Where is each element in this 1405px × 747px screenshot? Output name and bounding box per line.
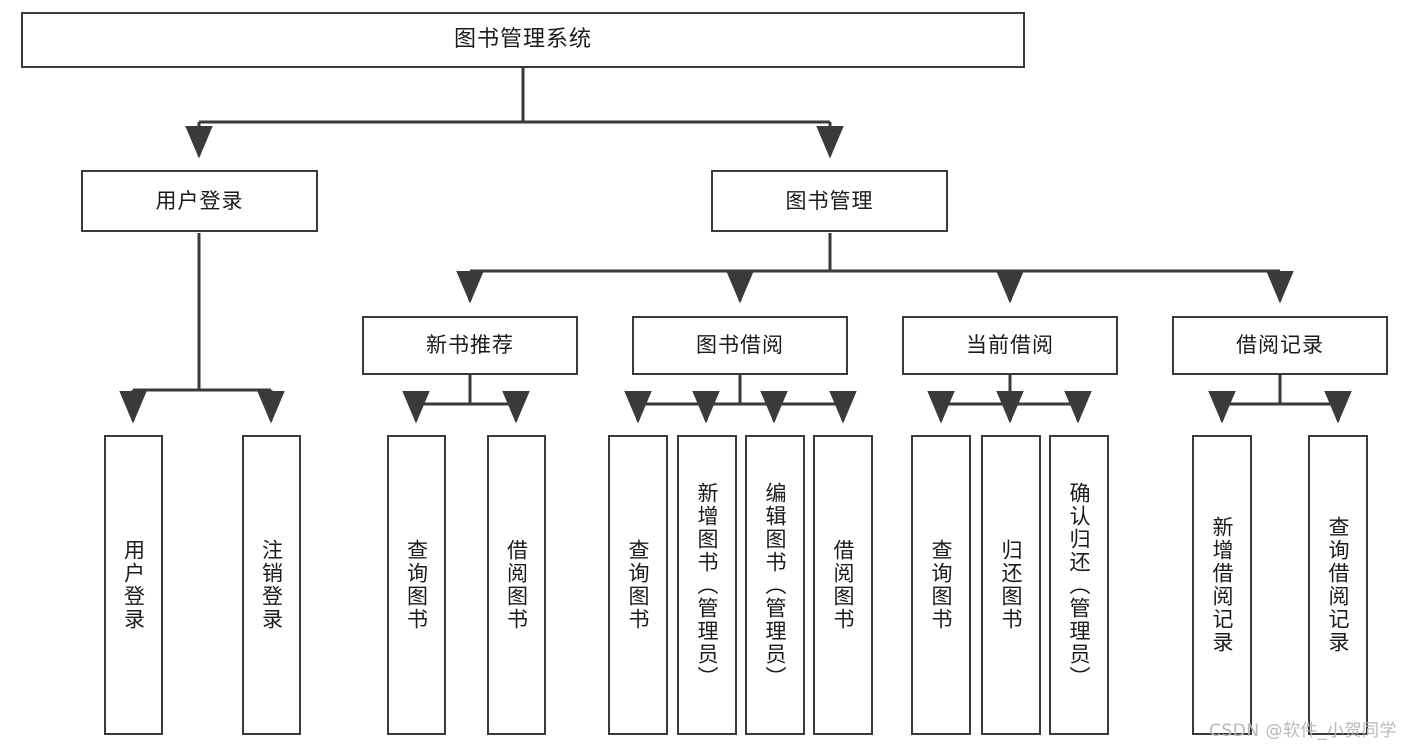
leaf-recommend-query-book[interactable]: 查询图书	[387, 435, 446, 735]
node-label: 用户登录	[155, 188, 244, 213]
node-label: 确认归还（管理员）	[1067, 481, 1092, 689]
node-label: 归还图书	[999, 539, 1024, 631]
node-label: 用户登录	[121, 539, 146, 631]
node-label: 借阅图书	[504, 539, 529, 631]
leaf-user-login[interactable]: 用户登录	[104, 435, 163, 735]
node-label: 借阅记录	[1236, 333, 1324, 358]
leaf-current-query-book[interactable]: 查询图书	[911, 435, 971, 735]
node-label: 新书推荐	[426, 333, 514, 358]
node-borrow-record[interactable]: 借阅记录	[1172, 316, 1388, 375]
node-label: 图书管理系统	[453, 27, 592, 53]
node-label: 当前借阅	[966, 333, 1054, 358]
node-user-login[interactable]: 用户登录	[81, 170, 318, 232]
node-label: 查询图书	[626, 539, 651, 631]
node-label: 图书借阅	[696, 333, 784, 358]
node-label: 新增借阅记录	[1210, 516, 1235, 654]
leaf-record-add-borrow-record[interactable]: 新增借阅记录	[1192, 435, 1252, 735]
node-label: 借阅图书	[831, 539, 856, 631]
leaf-borrow-borrow-book[interactable]: 借阅图书	[813, 435, 873, 735]
node-root-system[interactable]: 图书管理系统	[21, 12, 1025, 68]
node-label: 查询图书	[929, 539, 954, 631]
leaf-borrow-query-book[interactable]: 查询图书	[608, 435, 668, 735]
node-label: 查询图书	[404, 539, 429, 631]
node-label: 注销登录	[259, 539, 284, 631]
node-label: 查询借阅记录	[1326, 516, 1351, 654]
node-label: 图书管理	[785, 188, 874, 213]
leaf-current-return-book[interactable]: 归还图书	[981, 435, 1041, 735]
node-book-borrow[interactable]: 图书借阅	[632, 316, 848, 375]
csdn-watermark: CSDN @软件_小贺同学	[1209, 721, 1397, 741]
node-current-borrow[interactable]: 当前借阅	[902, 316, 1118, 375]
leaf-user-logout[interactable]: 注销登录	[242, 435, 301, 735]
leaf-current-confirm-return-admin[interactable]: 确认归还（管理员）	[1049, 435, 1109, 735]
leaf-record-query-borrow-record[interactable]: 查询借阅记录	[1308, 435, 1368, 735]
node-new-book-recommend[interactable]: 新书推荐	[362, 316, 578, 375]
leaf-borrow-add-book-admin[interactable]: 新增图书（管理员）	[677, 435, 737, 735]
node-book-manage[interactable]: 图书管理	[711, 170, 948, 232]
leaf-borrow-edit-book-admin[interactable]: 编辑图书（管理员）	[745, 435, 805, 735]
leaf-recommend-borrow-book[interactable]: 借阅图书	[487, 435, 546, 735]
node-label: 编辑图书（管理员）	[763, 481, 788, 689]
node-label: 新增图书（管理员）	[695, 481, 720, 689]
